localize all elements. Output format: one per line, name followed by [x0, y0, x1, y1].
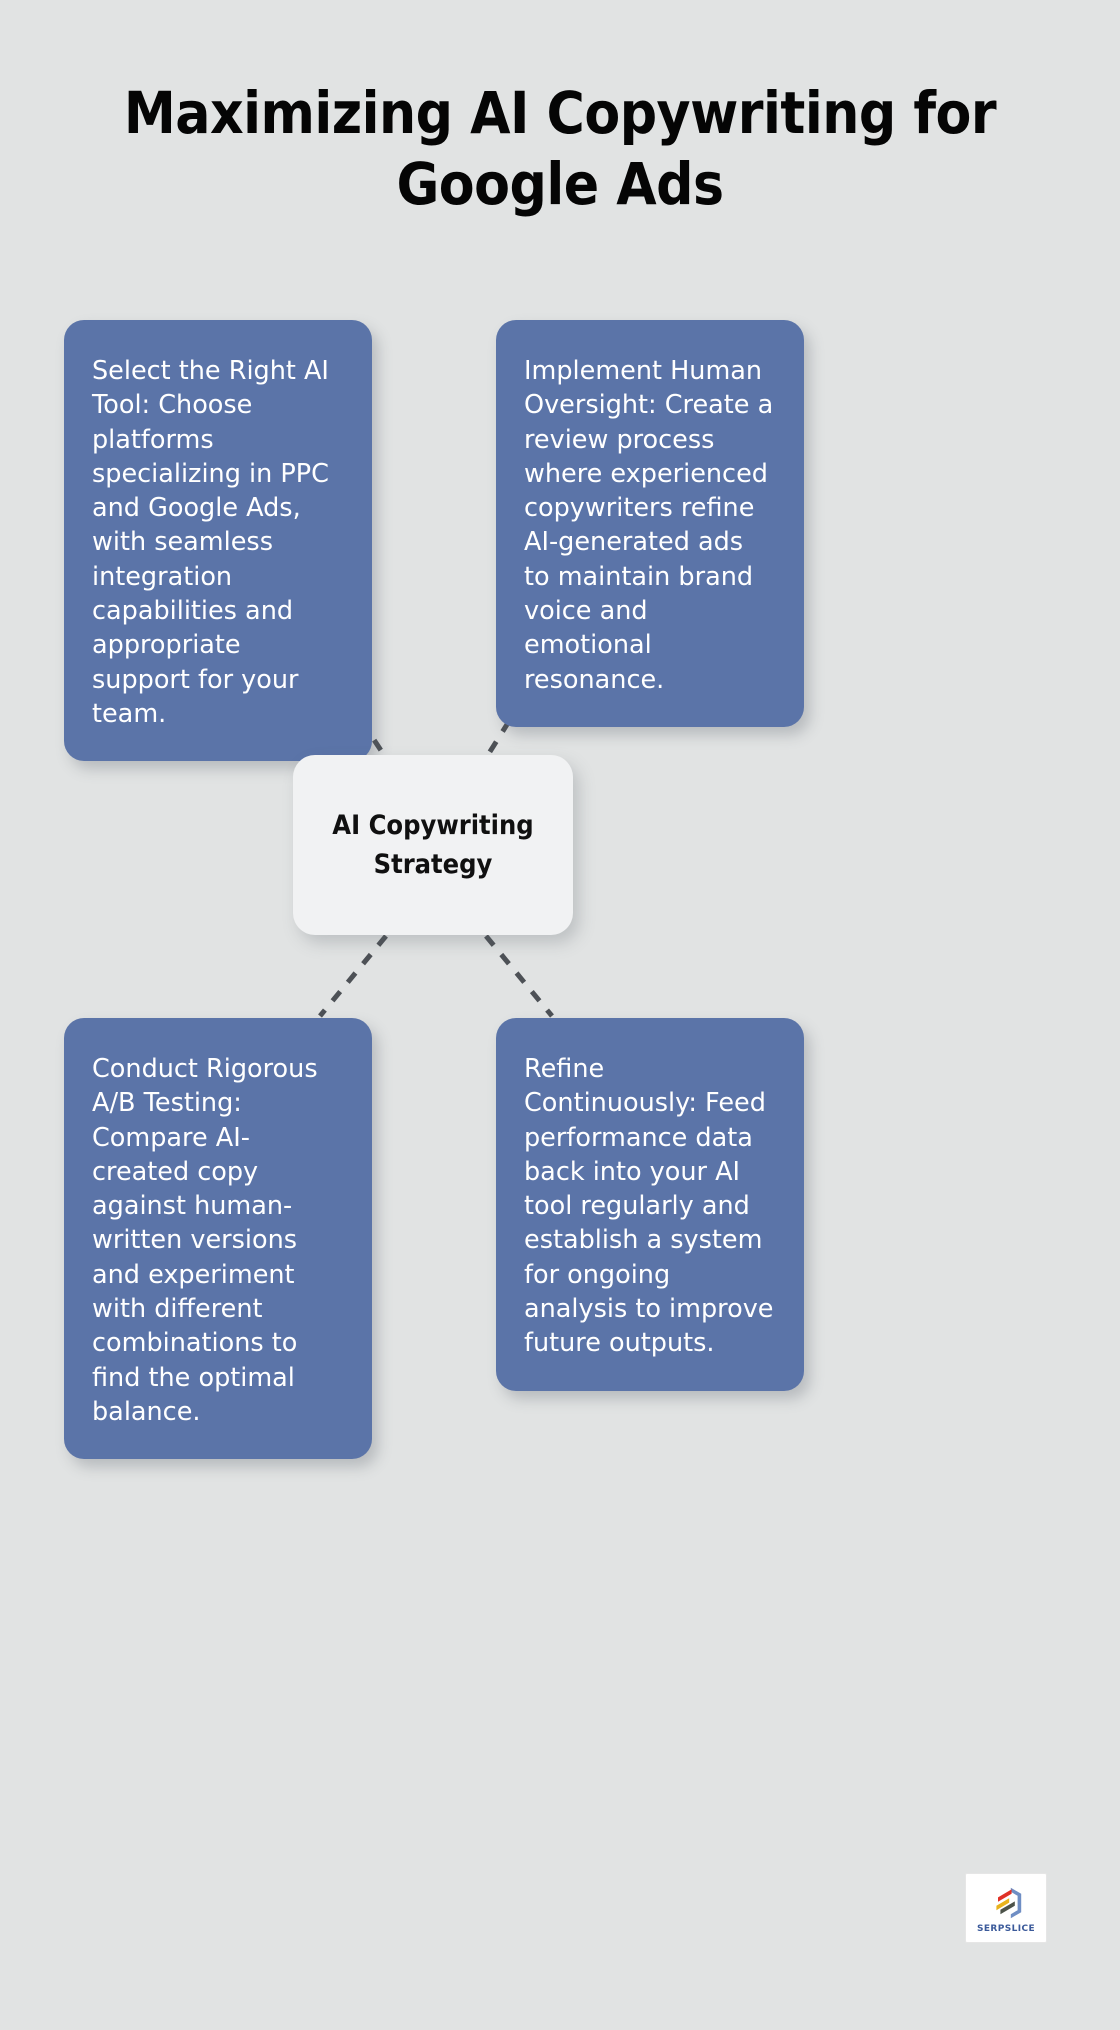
page-title: Maximizing AI Copywriting for Google Ads [60, 78, 1060, 221]
node-card-bottom-right-text: Refine Continuously: Feed performance da… [524, 1054, 774, 1359]
serpslice-hexagon-icon [996, 1887, 1022, 1918]
node-card-top-left[interactable]: Select the Right AI Tool: Choose platfor… [64, 320, 372, 762]
center-node-line-2: Strategy [373, 849, 493, 880]
node-card-bottom-left[interactable]: Conduct Rigorous A/B Testing: Compare AI… [64, 1018, 372, 1460]
center-node-label: AI Copywriting Strategy [332, 806, 533, 884]
node-card-bottom-left-text: Conduct Rigorous A/B Testing: Compare AI… [92, 1054, 318, 1427]
brand-wordmark: SERPSLICE [976, 1923, 1036, 1934]
connector-bottom-left [318, 934, 388, 1018]
brand-logo-badge[interactable]: SERPSLICE [965, 1873, 1047, 1943]
page-title-line-1: Maximizing AI Copywriting for [123, 79, 997, 147]
node-card-top-right[interactable]: Implement Human Oversight: Create a revi… [496, 320, 804, 727]
center-node-card[interactable]: AI Copywriting Strategy [293, 755, 573, 935]
node-card-bottom-right[interactable]: Refine Continuously: Feed performance da… [496, 1018, 804, 1391]
node-card-top-left-text: Select the Right AI Tool: Choose platfor… [92, 356, 329, 729]
page-title-line-2: Google Ads [396, 150, 724, 219]
connector-bottom-right [484, 934, 554, 1018]
node-card-top-right-text: Implement Human Oversight: Create a revi… [524, 356, 774, 695]
center-node-line-1: AI Copywriting [332, 809, 534, 841]
